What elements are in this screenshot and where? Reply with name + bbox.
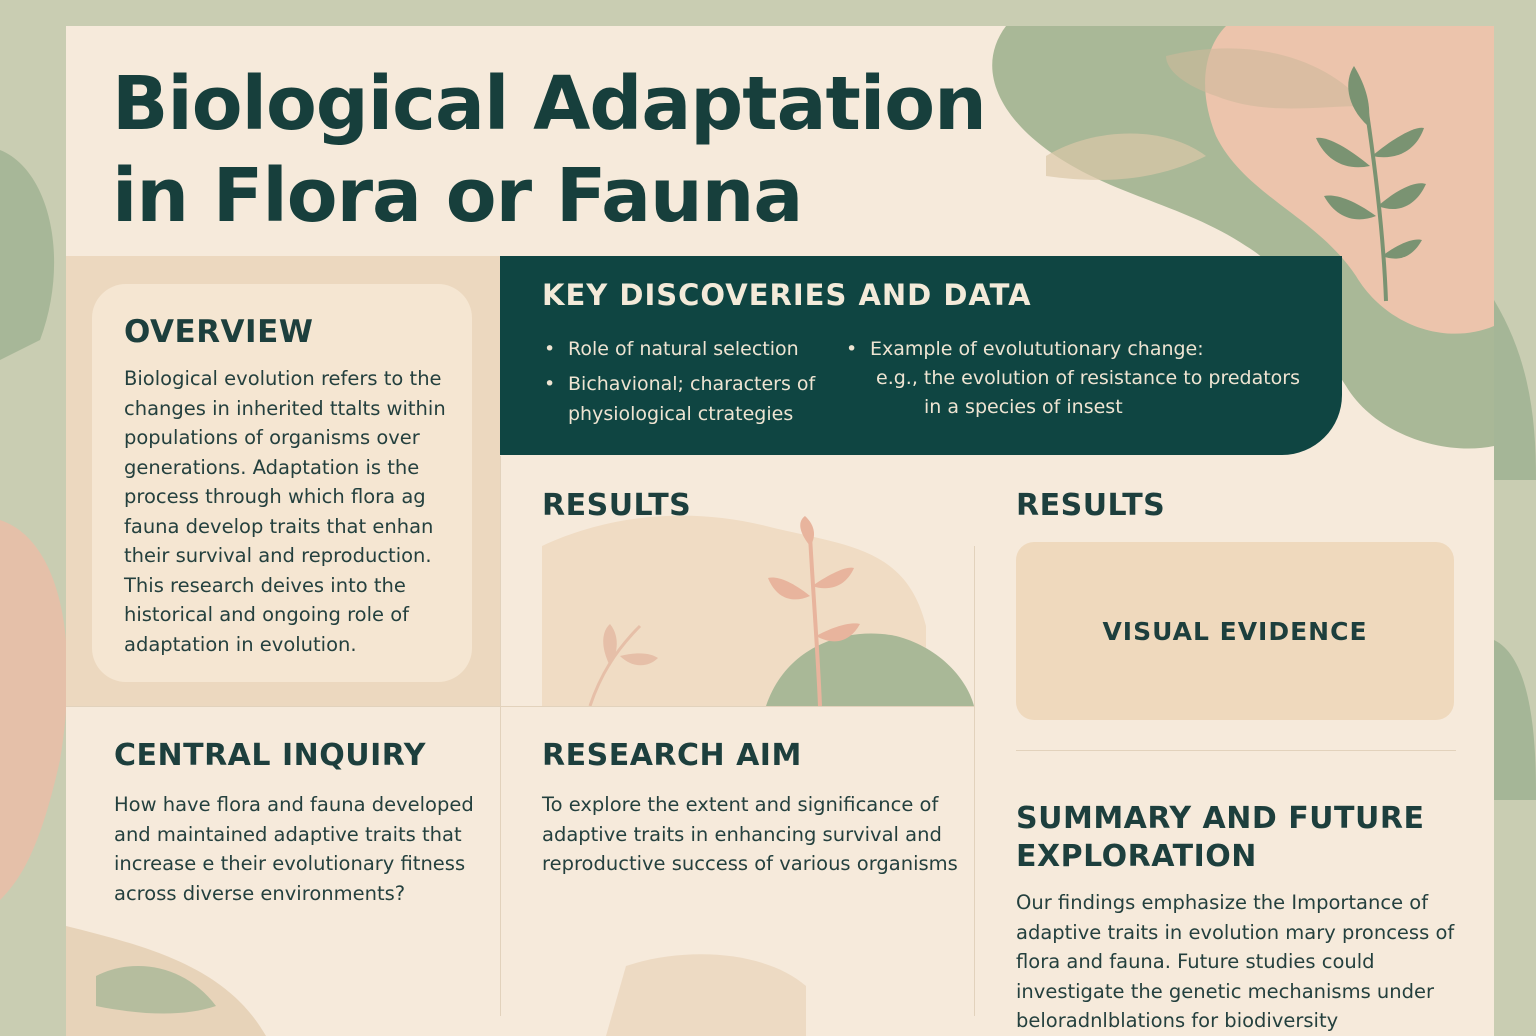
central-inquiry-heading: CENTRAL INQUIRY [114, 738, 426, 773]
results-heading-right: RESULTS [1016, 488, 1166, 523]
overview-heading: OVERVIEW [124, 314, 314, 350]
key-discoveries-list: Role of natural selection Bichavional; c… [544, 334, 834, 434]
results-heading-left: RESULTS [542, 488, 692, 523]
results-panel-left: RESULTS [500, 456, 974, 706]
leaf-sprig-icon [1316, 66, 1426, 302]
research-aim-text: To explore the extent and significance o… [542, 793, 958, 875]
poster-decorations [66, 26, 1494, 1036]
research-aim-section: RESEARCH AIM To explore the extent and s… [500, 708, 974, 1008]
key-discoveries-example: Example of evolututionary change: e.g., … [846, 334, 1326, 427]
key-discoveries-panel: KEY DISCOVERIES AND DATA Role of natural… [500, 256, 1342, 455]
example-line-1: e.g., the evolution of resistance to pre… [876, 367, 1301, 389]
summary-section: SUMMARY AND FUTURE EXPLORATION Our findi… [974, 756, 1494, 1036]
list-item: Example of evolututionary change: e.g., … [846, 334, 1326, 422]
poster: Biological Adaptation in Flora or Fauna … [66, 26, 1494, 1036]
example-line-2: in a species of insest [924, 396, 1123, 418]
list-item: Bichavional; characters of physiological… [544, 369, 834, 429]
page-title: Biological Adaptation in Flora or Fauna [112, 58, 987, 242]
divider [1016, 750, 1456, 751]
divider [974, 546, 975, 1016]
visual-evidence-box: VISUAL EVIDENCE [1016, 542, 1454, 720]
leaf-sprig-pink-icon [768, 516, 860, 706]
divider [66, 706, 974, 707]
visual-evidence-label: VISUAL EVIDENCE [1102, 616, 1368, 646]
overview-card: OVERVIEW Biological evolution refers to … [92, 284, 472, 682]
summary-text: Our findings emphasize the Importance of… [1016, 891, 1455, 1032]
leaf-icon [588, 624, 658, 706]
list-item: Role of natural selection [544, 334, 834, 364]
research-aim-heading: RESEARCH AIM [542, 738, 802, 773]
summary-heading: SUMMARY AND FUTURE EXPLORATION [1016, 801, 1425, 874]
title-area: Biological Adaptation in Flora or Fauna [66, 26, 1494, 256]
results-panel-right: RESULTS VISUAL EVIDENCE [974, 456, 1494, 756]
key-discoveries-heading: KEY DISCOVERIES AND DATA [542, 278, 1032, 312]
overview-text: Biological evolution refers to the chang… [124, 367, 446, 656]
title-line-1: Biological Adaptation [112, 61, 987, 147]
central-inquiry-text: How have flora and fauna developed and m… [114, 793, 474, 905]
central-inquiry-section: CENTRAL INQUIRY How have flora and fauna… [66, 708, 500, 1008]
example-label: Example of evolututionary change: [870, 338, 1204, 360]
title-line-2: in Flora or Fauna [112, 153, 803, 239]
divider [500, 456, 501, 1016]
